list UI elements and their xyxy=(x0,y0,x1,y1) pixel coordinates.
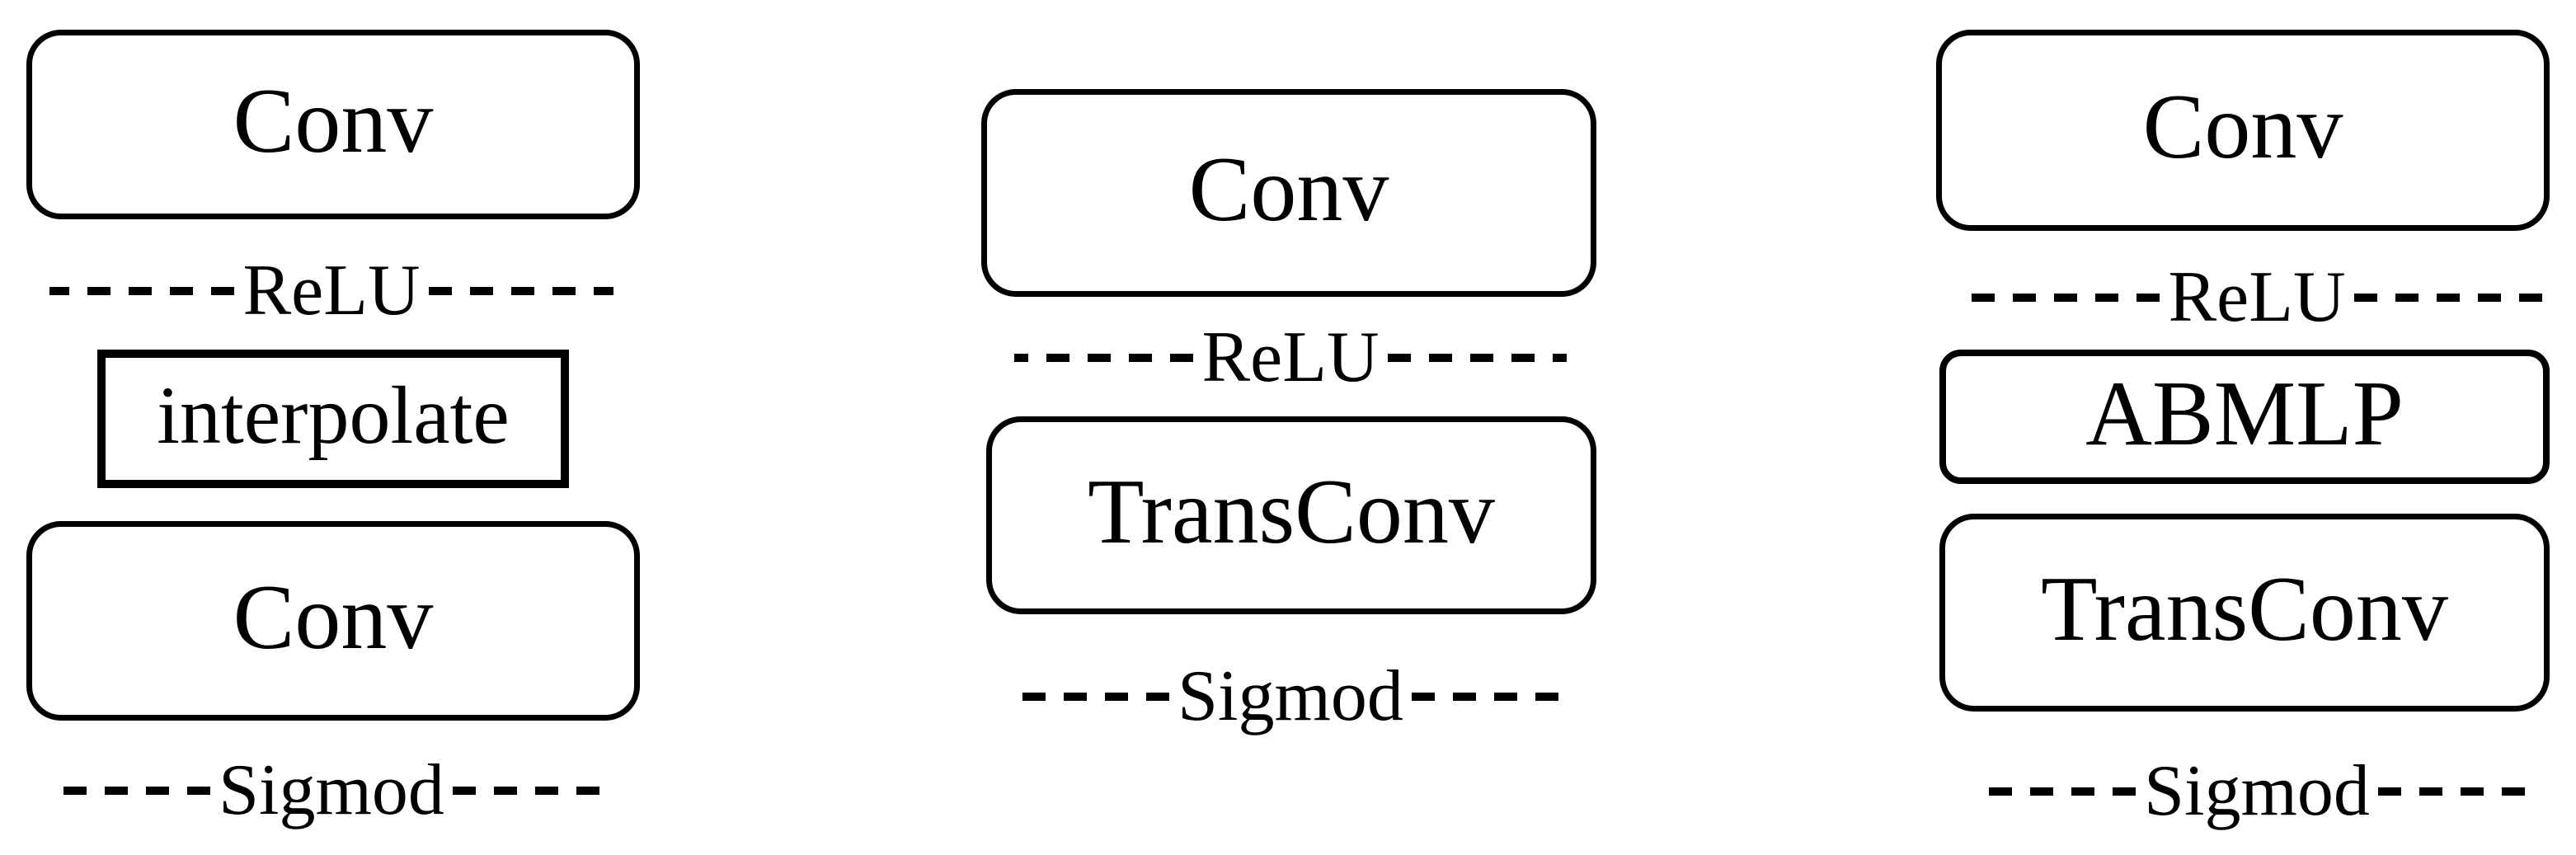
sigmod-line-label: Sigmod xyxy=(1178,656,1403,736)
dash-segment xyxy=(1411,693,1567,701)
transconv-box-label: TransConv xyxy=(1088,461,1495,563)
interpolate-box-left: interpolate xyxy=(97,350,569,488)
interpolate-box-label: interpolate xyxy=(157,369,510,461)
conv-box-left-top: Conv xyxy=(26,30,640,219)
abmlp-box-right: ABMLP xyxy=(1939,350,2550,484)
dash-segment xyxy=(1014,693,1170,701)
relu-activation-line-right: ReLU xyxy=(1971,248,2543,347)
conv-box-label: Conv xyxy=(1188,139,1389,241)
sigmod-activation-line-right: Sigmod xyxy=(1971,742,2543,841)
conv-box-label: Conv xyxy=(2142,76,2343,178)
relu-line-label: ReLU xyxy=(242,251,421,331)
sigmod-line-label: Sigmod xyxy=(2144,751,2370,831)
dash-segment xyxy=(452,787,613,795)
sigmod-activation-line-middle: Sigmod xyxy=(1014,647,1567,746)
conv-box-left-bottom: Conv xyxy=(26,521,640,721)
conv-box-middle: Conv xyxy=(981,89,1596,297)
transconv-box-middle: TransConv xyxy=(986,416,1596,614)
relu-activation-line-middle: ReLU xyxy=(1014,308,1567,407)
conv-box-label: Conv xyxy=(233,70,434,172)
dash-segment xyxy=(1014,354,1194,362)
sigmod-line-label: Sigmod xyxy=(219,750,444,830)
dash-segment xyxy=(2353,294,2543,302)
relu-line-label: ReLU xyxy=(1201,317,1380,397)
transconv-box-label: TransConv xyxy=(2041,558,2448,660)
sigmod-activation-line-left: Sigmod xyxy=(49,741,613,840)
dash-segment xyxy=(49,787,211,795)
dash-segment xyxy=(49,287,235,295)
conv-box-right: Conv xyxy=(1936,30,2550,231)
dash-segment xyxy=(1971,294,2160,302)
dash-segment xyxy=(1971,787,2136,796)
transconv-box-right: TransConv xyxy=(1939,514,2550,712)
conv-box-label: Conv xyxy=(233,566,434,669)
relu-activation-line-left: ReLU xyxy=(49,242,613,341)
relu-line-label: ReLU xyxy=(2168,257,2346,337)
dash-segment xyxy=(1387,354,1567,362)
dash-segment xyxy=(428,287,613,295)
dash-segment xyxy=(2377,787,2543,796)
abmlp-box-label: ABMLP xyxy=(2085,362,2404,465)
